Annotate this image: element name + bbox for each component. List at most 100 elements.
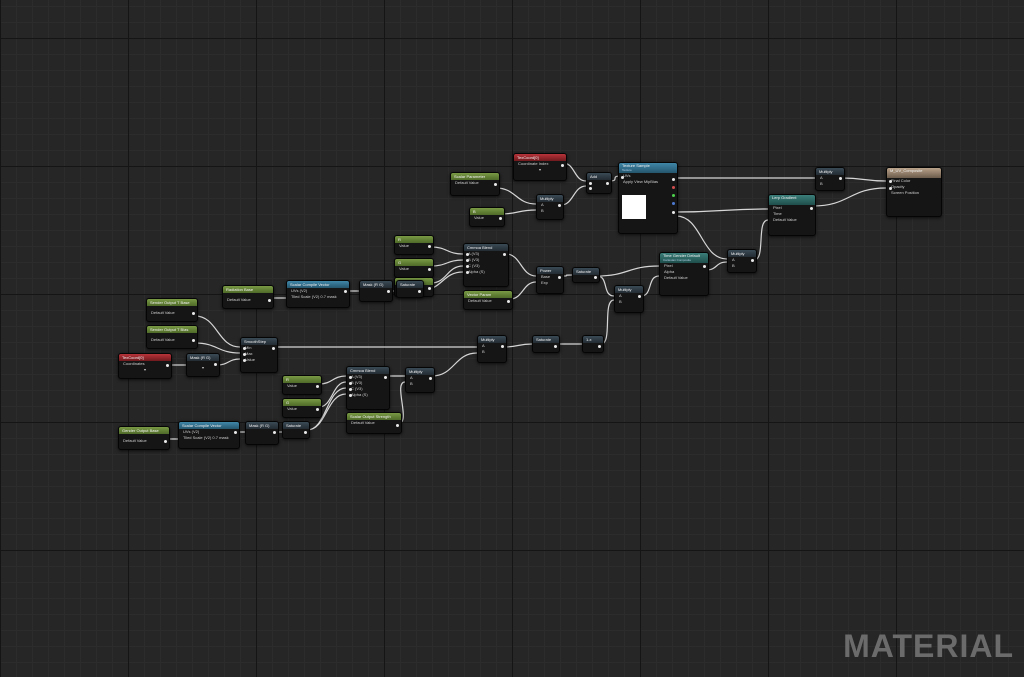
output-pin[interactable]	[164, 440, 167, 443]
output-pin[interactable]	[598, 345, 601, 348]
node-material-output[interactable]: M_UV_Composite Final Color Opacity Scree…	[886, 167, 942, 217]
output-pin[interactable]	[703, 265, 706, 268]
input-pin[interactable]	[349, 376, 352, 379]
node-header: Multiply	[728, 250, 756, 257]
output-pin[interactable]	[503, 253, 506, 256]
node-mask-rg-left[interactable]: Mask (R G) ▾	[186, 353, 220, 377]
output-pin[interactable]	[387, 290, 390, 293]
node-lerp-gradient[interactable]: Lerp Gradient Pixel Time Default Value	[768, 194, 816, 236]
node-scalar-output-strength[interactable]: Scalar Output Strength Default Value	[346, 412, 402, 434]
output-pin[interactable]	[316, 385, 319, 388]
output-pin-green[interactable]	[672, 194, 675, 197]
output-pin[interactable]	[494, 183, 497, 186]
node-sender-output-bias[interactable]: Sender Output T Bias Default Value	[146, 325, 198, 349]
output-pin[interactable]	[192, 339, 195, 342]
node-vector-param[interactable]: Vector Param Default Value	[463, 290, 513, 310]
input-pin[interactable]	[589, 182, 592, 185]
node-radiation-base[interactable]: Radiation Base Default Value	[222, 285, 274, 309]
node-multiply-f[interactable]: Multiply A B	[405, 367, 435, 393]
input-pin[interactable]	[349, 388, 352, 391]
node-multiply-a[interactable]: Multiply A B	[536, 194, 564, 220]
input-pin[interactable]	[243, 359, 246, 362]
output-pin[interactable]	[558, 276, 561, 279]
output-pin[interactable]	[638, 295, 641, 298]
input-pin[interactable]	[589, 187, 592, 190]
output-pin[interactable]	[554, 345, 557, 348]
node-one-minus[interactable]: 1-x	[582, 335, 604, 353]
output-pin[interactable]	[594, 276, 597, 279]
output-pin[interactable]	[810, 207, 813, 210]
node-saturate-a[interactable]: Saturate	[572, 267, 600, 283]
input-pin[interactable]	[466, 271, 469, 274]
output-pin[interactable]	[507, 300, 510, 303]
node-scalar-compile-vector-top[interactable]: Scalar Compile Vector UVs (V2) Tiled Sca…	[286, 280, 350, 308]
node-saturate-d[interactable]: Saturate	[282, 421, 310, 439]
input-pin[interactable]	[349, 382, 352, 385]
node-mask-rg-bottom[interactable]: Mask (R G)	[245, 421, 279, 445]
output-pin[interactable]	[316, 408, 319, 411]
node-multiply-d[interactable]: Multiply A B	[614, 285, 644, 313]
output-pin[interactable]	[839, 177, 842, 180]
node-multiply-e[interactable]: Multiply A B	[477, 335, 507, 363]
output-pin-red[interactable]	[672, 186, 675, 189]
node-power[interactable]: Power Base Exp	[536, 266, 564, 294]
output-pin[interactable]	[606, 182, 609, 185]
output-pin[interactable]	[429, 377, 432, 380]
output-pin[interactable]	[561, 164, 564, 167]
input-pin[interactable]	[243, 347, 246, 350]
output-pin[interactable]	[384, 376, 387, 379]
node-scalar-r-bottom[interactable]: R Value	[282, 375, 322, 395]
output-pin[interactable]	[304, 431, 307, 434]
output-pin[interactable]	[268, 299, 271, 302]
output-pin[interactable]	[273, 431, 276, 434]
input-pin[interactable]	[621, 176, 624, 179]
node-cmmoa-blend-top[interactable]: Cmmoa Blend A (V3) B (V3) C (V3) Alpha (…	[463, 243, 509, 287]
node-smoothstep[interactable]: SmoothStep Min Max Value	[240, 337, 278, 373]
node-multiply-b[interactable]: Multiply A B	[815, 167, 845, 191]
node-scalar-compile-vector-bottom[interactable]: Scalar Compile Vector UVs (V2) Tiled Sca…	[178, 421, 240, 449]
input-pin[interactable]	[466, 265, 469, 268]
output-pin[interactable]	[396, 424, 399, 427]
input-pin[interactable]	[466, 253, 469, 256]
output-pin[interactable]	[214, 363, 217, 366]
output-pin[interactable]	[344, 290, 347, 293]
node-scalar-g[interactable]: G Value	[394, 258, 434, 278]
output-pin[interactable]	[166, 364, 169, 367]
output-pin[interactable]	[501, 345, 504, 348]
output-pin[interactable]	[672, 178, 675, 181]
input-pin[interactable]	[243, 353, 246, 356]
node-scalar-g-bottom[interactable]: G Value	[282, 398, 322, 418]
output-pin-blue[interactable]	[672, 202, 675, 205]
output-pin[interactable]	[499, 217, 502, 220]
node-scalar-b-top[interactable]: B Value	[469, 207, 505, 227]
output-pin[interactable]	[428, 245, 431, 248]
node-saturate-c[interactable]: Saturate	[532, 335, 560, 353]
input-pin[interactable]	[349, 394, 352, 397]
input-pin[interactable]	[889, 187, 892, 190]
output-pin[interactable]	[418, 290, 421, 293]
node-multiply-c[interactable]: Multiply A B	[727, 249, 757, 273]
node-gender-output-base[interactable]: Gender Output Base Default Value	[118, 426, 170, 450]
node-scalar-param-top[interactable]: Scalar Parameter Default Value	[450, 172, 500, 196]
output-pin[interactable]	[751, 259, 754, 262]
output-pin[interactable]	[234, 431, 237, 434]
node-scalar-r[interactable]: R Value	[394, 235, 434, 255]
output-pin[interactable]	[272, 347, 275, 350]
node-sender-output-base[interactable]: Sender Output T Base Default Value	[146, 298, 198, 322]
input-pin[interactable]	[889, 180, 892, 183]
output-pin[interactable]	[672, 211, 675, 214]
output-pin[interactable]	[428, 287, 431, 290]
node-add[interactable]: Add	[586, 172, 612, 194]
node-saturate-b[interactable]: Saturate	[396, 280, 424, 298]
output-pin[interactable]	[558, 204, 561, 207]
node-texcoord-left[interactable]: TexCoord[0] Coordinates ▾	[118, 353, 172, 379]
node-cmmoa-blend-bottom[interactable]: Cmmoa Blend A (V3) B (V3) C (V3) Alpha (…	[346, 366, 390, 410]
output-pin[interactable]	[192, 312, 195, 315]
output-pin[interactable]	[428, 268, 431, 271]
node-texcoord-top[interactable]: TexCoord[0] Coordinate Index ▾	[513, 153, 567, 181]
input-pin[interactable]	[466, 259, 469, 262]
node-mask-rg-top[interactable]: Mask (R G)	[359, 280, 393, 302]
